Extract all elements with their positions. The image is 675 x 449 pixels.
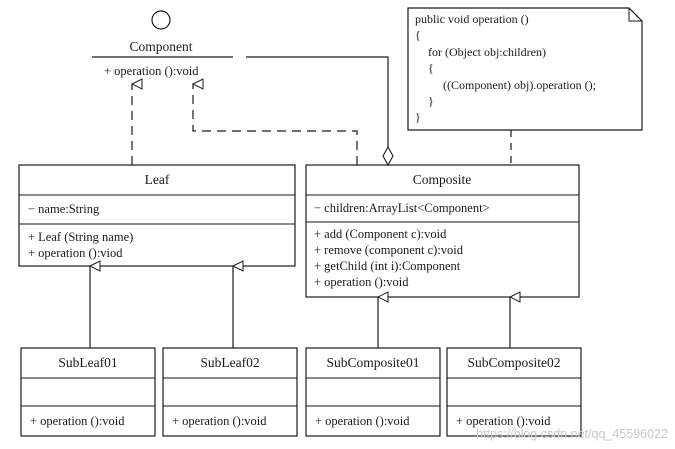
leaf-name: Leaf [145,172,170,187]
subleaf01-operation: + operation ():void [30,414,125,428]
subcomposite02-name: SubComposite02 [467,355,560,370]
composite-operation: + getChild (int i):Component [314,259,461,273]
note-line: } [428,94,434,108]
subcomposite02-class: SubComposite02 + operation ():void [446,347,582,437]
note-line: for (Object obj:children) [428,45,546,59]
component-interface: Component + operation ():void [92,10,233,78]
subcomposite01-name: SubComposite01 [326,355,419,370]
watermark: https://blog.csdn.net/qq_45596022 [476,427,668,441]
subcomposite01-class: SubComposite01 + operation ():void [305,347,441,437]
component-operation: + operation ():void [104,64,199,78]
composite-realization-connector [193,84,358,165]
subleaf02-box [162,347,298,437]
leaf-box [18,164,296,267]
composite-attribute: − children:ArrayList<Component> [314,201,490,215]
subleaf02-operation: + operation ():void [172,414,267,428]
note-line: { [415,28,421,42]
composite-operation: + remove (component c):void [314,243,464,257]
note-line: } [415,110,421,124]
subcomposite01-box [305,347,441,437]
subleaf02-class: SubLeaf02 + operation ():void [162,347,298,437]
component-name: Component [130,39,193,54]
subleaf01-class: SubLeaf01 + operation ():void [20,347,156,437]
code-note: public void operation () { for (Object o… [407,7,643,131]
composite-class: Composite − children:ArrayList<Component… [305,164,580,298]
note-line: { [428,61,434,75]
subleaf01-box [20,347,156,437]
leaf-attribute: − name:String [28,202,100,216]
composite-operation: + add (Component c):void [314,227,447,241]
leaf-class: Leaf − name:String + Leaf (String name) … [18,164,296,267]
subcomposite02-operation: + operation ():void [456,414,551,428]
note-line: ((Component) obj).operation (); [443,78,596,92]
note-box [407,7,643,131]
aggregation-diamond-icon [382,145,394,167]
leaf-operation: + operation ():viod [28,246,123,260]
note-fold-corner [628,8,642,22]
aggregation-connector [246,56,389,147]
composite-box [305,164,580,298]
note-line: public void operation () [415,12,529,26]
subcomposite01-operation: + operation ():void [315,414,410,428]
interface-lollipop-icon [151,10,171,30]
composite-name: Composite [413,172,472,187]
subcomposite02-box [446,347,582,437]
subleaf02-name: SubLeaf02 [200,355,259,370]
composite-operation: + operation ():void [314,275,409,289]
leaf-operation: + Leaf (String name) [28,230,133,244]
subleaf01-name: SubLeaf01 [58,355,117,370]
